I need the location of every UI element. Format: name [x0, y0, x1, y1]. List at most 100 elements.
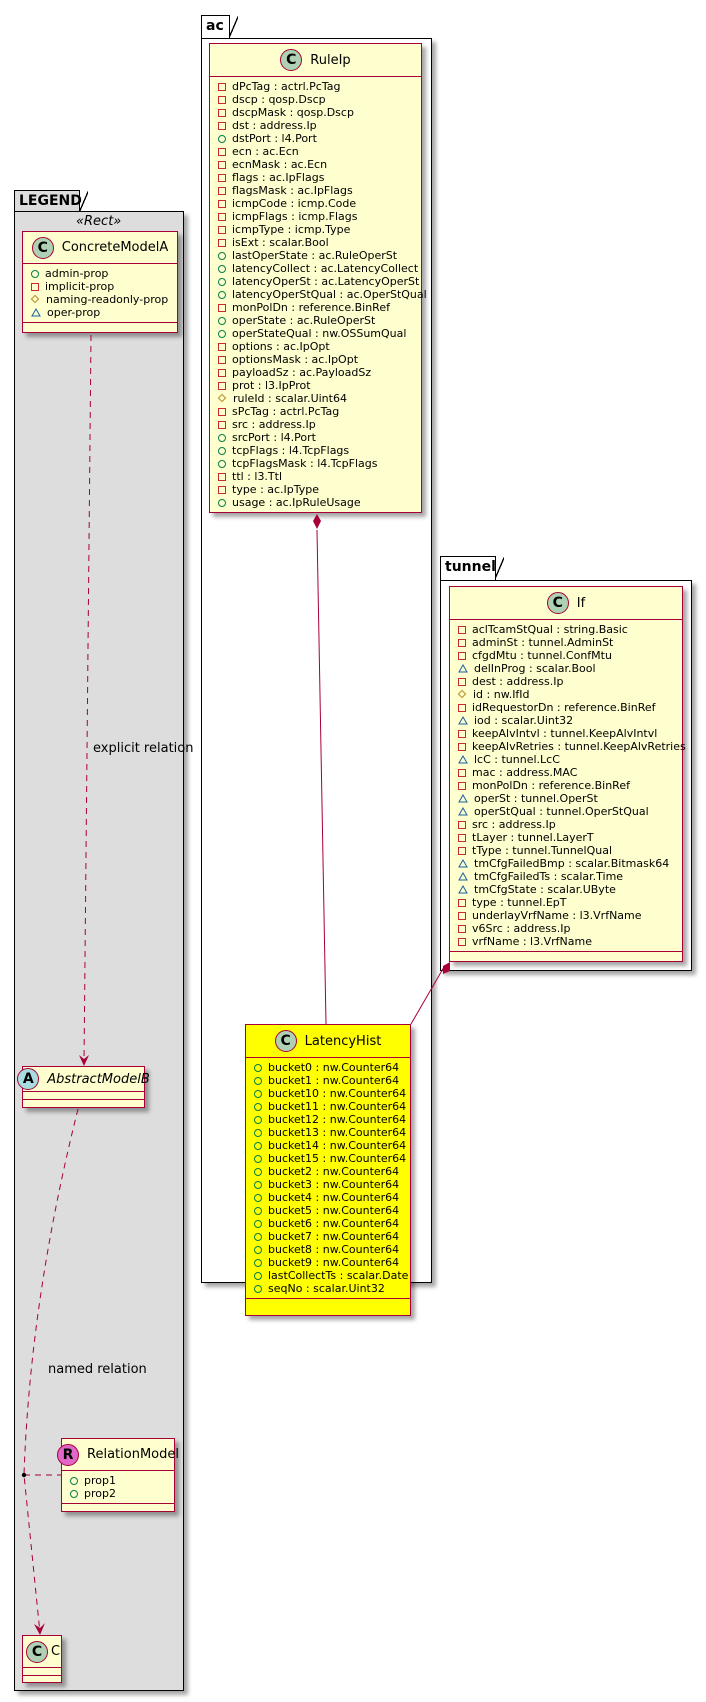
private-visibility-icon	[458, 924, 466, 933]
public-visibility-icon	[254, 1271, 262, 1280]
attribute-text: tType : tunnel.TunnelQual	[472, 844, 613, 857]
attribute-row: src : address.Ip	[458, 818, 682, 831]
class-abstract-model-b[interactable]: A AbstractModelB	[17, 1066, 150, 1108]
attribute-text: icmpCode : icmp.Code	[232, 197, 357, 210]
attribute-text: ruleId : scalar.Uint64	[233, 392, 347, 405]
attribute-text: aclTcamStQual : string.Basic	[472, 623, 628, 636]
attribute-text: bucket10 : nw.Counter64	[268, 1087, 407, 1100]
attribute-text: flagsMask : ac.IpFlags	[232, 184, 353, 197]
attribute-text: operSt : tunnel.OperSt	[474, 792, 598, 805]
public-visibility-icon	[254, 1115, 262, 1124]
attribute-row: bucket1 : nw.Counter64	[254, 1074, 410, 1087]
abstract-badge-icon: A	[17, 1068, 40, 1090]
attribute-text: oper-prop	[47, 306, 101, 319]
attribute-row: monPolDn : reference.BinRef	[458, 779, 682, 792]
public-visibility-icon	[218, 316, 226, 325]
attribute-row: tmCfgFailedBmp : scalar.Bitmask64	[458, 857, 682, 870]
attribute-row: tLayer : tunnel.LayerT	[458, 831, 682, 844]
class-c[interactable]: C C	[22, 1635, 62, 1683]
attribute-row: bucket7 : nw.Counter64	[254, 1230, 410, 1243]
named-relation-line	[23, 1108, 79, 1634]
attribute-row: underlayVrfName : l3.VrfName	[458, 909, 682, 922]
private-visibility-icon	[218, 186, 226, 195]
explicit-relation-line	[83, 334, 92, 1065]
private-visibility-icon	[218, 472, 226, 481]
attribute-text: prot : l3.IpProt	[232, 379, 311, 392]
private-visibility-icon	[218, 355, 226, 364]
attribute-row: operSt : tunnel.OperSt	[458, 792, 682, 805]
explicit-relation-label: explicit relation	[93, 741, 194, 756]
attribute-row: tmCfgFailedTs : scalar.Time	[458, 870, 682, 883]
attribute-row: tcpFlags : l4.TcpFlags	[218, 444, 421, 457]
private-visibility-icon	[218, 173, 226, 182]
package-visibility-icon	[458, 859, 468, 868]
attribute-text: iod : scalar.Uint32	[474, 714, 574, 727]
attribute-row: dest : address.Ip	[458, 675, 682, 688]
attribute-text: monPolDn : reference.BinRef	[472, 779, 630, 792]
attribute-row: latencyOperStQual : ac.OperStQual	[218, 288, 427, 301]
attribute-text: isExt : scalar.Bool	[232, 236, 329, 249]
if-latencyhist-composition	[410, 966, 445, 1025]
package-visibility-icon	[458, 872, 468, 881]
public-visibility-icon	[254, 1180, 262, 1189]
named-relation-label: named relation	[48, 1362, 147, 1377]
attribute-text: idRequestorDn : reference.BinRef	[472, 701, 656, 714]
public-visibility-icon	[254, 1154, 262, 1163]
attribute-row: tType : tunnel.TunnelQual	[458, 844, 682, 857]
attribute-text: monPolDn : reference.BinRef	[232, 301, 390, 314]
attribute-text: naming-readonly-prop	[46, 293, 169, 306]
attribute-row: bucket10 : nw.Counter64	[254, 1087, 410, 1100]
attribute-text: dest : address.Ip	[472, 675, 564, 688]
attribute-row: dst : address.Ip	[218, 119, 421, 132]
private-visibility-icon	[218, 82, 226, 91]
attribute-row: latencyCollect : ac.LatencyCollect	[218, 262, 421, 275]
private-visibility-icon	[218, 121, 226, 130]
attribute-row: aclTcamStQual : string.Basic	[458, 623, 682, 636]
relation-badge-icon: R	[57, 1443, 80, 1466]
attribute-row: bucket2 : nw.Counter64	[254, 1165, 410, 1178]
private-visibility-icon	[218, 212, 226, 221]
attribute-row: latencyOperSt : ac.LatencyOperSt	[218, 275, 421, 288]
attribute-text: options : ac.IpOpt	[232, 340, 330, 353]
class-name: RuleIp	[310, 52, 351, 68]
composition-diamond-icon	[443, 962, 450, 974]
attribute-text: operStateQual : nw.OSSumQual	[232, 327, 407, 340]
attribute-row: bucket13 : nw.Counter64	[254, 1126, 410, 1139]
attribute-text: bucket0 : nw.Counter64	[268, 1061, 400, 1074]
attribute-row: prop2	[70, 1487, 174, 1500]
attribute-text: bucket11 : nw.Counter64	[268, 1100, 407, 1113]
attribute-text: payloadSz : ac.PayloadSz	[232, 366, 372, 379]
class-name: If	[576, 595, 586, 611]
class-badge-icon: C	[31, 236, 54, 259]
public-visibility-icon	[254, 1167, 262, 1176]
attribute-row: ruleId : scalar.Uint64	[218, 392, 421, 405]
public-visibility-icon	[218, 264, 226, 273]
package-name-tunnel: tunnel	[445, 559, 496, 575]
attribute-row: usage : ac.IpRuleUsage	[218, 496, 421, 509]
attribute-row: isExt : scalar.Bool	[218, 236, 421, 249]
attribute-text: bucket3 : nw.Counter64	[268, 1178, 400, 1191]
attribute-text: lastOperState : ac.RuleOperSt	[232, 249, 398, 262]
private-visibility-icon	[458, 898, 466, 907]
attribute-row: cfgdMtu : tunnel.ConfMtu	[458, 649, 682, 662]
package-visibility-icon	[458, 755, 468, 764]
attribute-row: admin-prop	[31, 267, 177, 280]
package-name-legend: LEGEND	[19, 193, 82, 209]
attribute-text: ttl : l3.Ttl	[232, 470, 283, 483]
attribute-text: lcC : tunnel.LcC	[474, 753, 560, 766]
public-visibility-icon	[70, 1489, 78, 1498]
attribute-row: dscpMask : qosp.Dscp	[218, 106, 421, 119]
public-visibility-icon	[254, 1102, 262, 1111]
class-name: LatencyHist	[304, 1033, 382, 1049]
private-visibility-icon	[458, 781, 466, 790]
attribute-row: bucket3 : nw.Counter64	[254, 1178, 410, 1191]
attribute-text: tmCfgFailedBmp : scalar.Bitmask64	[474, 857, 670, 870]
public-visibility-icon	[254, 1284, 262, 1293]
package-name-ac: ac	[206, 18, 224, 34]
